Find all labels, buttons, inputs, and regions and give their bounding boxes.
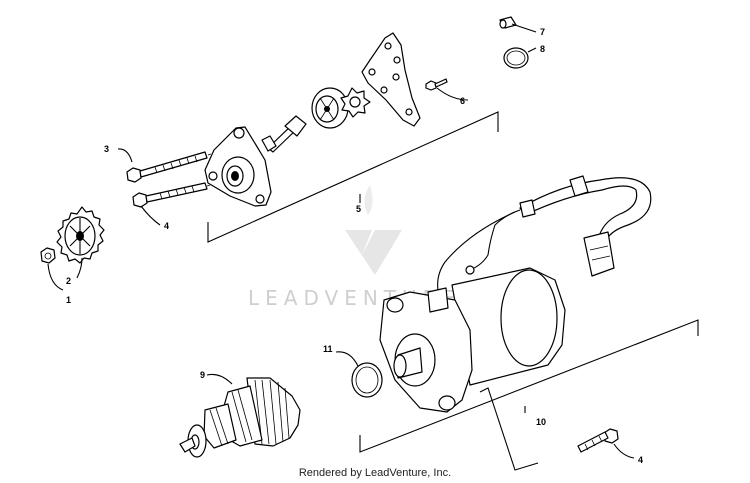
- star-gear-part-5: [340, 87, 371, 118]
- starter-motor-part-10: [379, 267, 566, 413]
- wiring-harness-part-10: [437, 175, 652, 291]
- o-ring-part-11: [351, 362, 383, 398]
- shaft-part-5: [261, 115, 307, 153]
- callout-9: 9: [200, 370, 205, 380]
- screw-part-6: [425, 78, 448, 91]
- callout-10: 10: [536, 417, 546, 427]
- callout-6: 6: [460, 96, 465, 106]
- callout-4-right: 4: [638, 455, 643, 465]
- render-credit: Rendered by LeadVenture, Inc.: [298, 467, 452, 479]
- watermark-logo: [345, 230, 402, 275]
- leader-lines: [47, 23, 699, 471]
- bolt-part-4-right: [577, 428, 619, 453]
- callouts: 1 2 3 4 5 6 7 8 9 10 11 4: [66, 27, 643, 465]
- bolt-part-4-left: [132, 182, 215, 208]
- callout-8: 8: [540, 44, 545, 54]
- callout-1: 1: [66, 295, 71, 305]
- cap-part-7: [499, 16, 517, 29]
- nut-part-1: [40, 247, 56, 264]
- callout-7: 7: [540, 27, 545, 37]
- callout-5: 5: [356, 204, 361, 214]
- o-ring-part-8: [503, 47, 529, 69]
- cover-plate-part-5: [361, 32, 421, 127]
- callout-11: 11: [323, 344, 333, 354]
- callout-4-left: 4: [164, 221, 169, 231]
- starter-drive-part-9: [179, 377, 301, 458]
- callout-3: 3: [104, 144, 109, 154]
- callout-2: 2: [66, 276, 71, 286]
- rotor-part-5: [311, 87, 349, 129]
- bolt-part-3: [126, 148, 227, 183]
- sprocket-part-2: [56, 206, 105, 264]
- pump-housing-part-5: [204, 126, 272, 207]
